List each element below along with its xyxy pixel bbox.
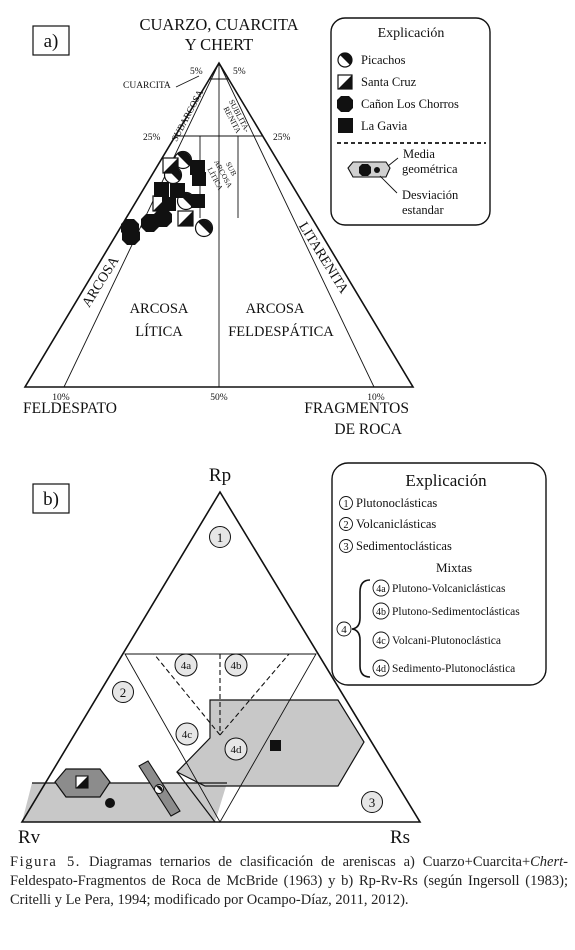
legend-b-label-4a: Plutono-Volcaniclásticas: [392, 583, 506, 595]
point-la-gavia: [170, 183, 185, 198]
apex-quartz-label: CUARZO, CUARCITA: [139, 15, 298, 34]
legend-label-santa-cruz: Santa Cruz: [361, 75, 417, 89]
panel-a-label: a): [44, 31, 59, 52]
point-canon-los-chorros: [122, 227, 140, 245]
legend-b-mixtas-title: Mixtas: [436, 560, 472, 575]
apex-rock-fragments-label-2: DE ROCA: [334, 421, 402, 438]
legend-mean-label-2: geométrica: [402, 162, 458, 176]
mean-arrow: [387, 157, 399, 167]
point-picachos: [173, 150, 193, 170]
legend-b-num-4a: 4a: [376, 584, 386, 595]
apex-rs-label: Rs: [390, 827, 410, 848]
tick-50-bottom: 50%: [210, 393, 228, 403]
legend-sd-label: Desviación: [402, 188, 459, 202]
legend-b-brace: [351, 579, 371, 678]
cuarcita-leader: [175, 75, 200, 88]
panel-b-label: b): [43, 489, 59, 510]
legend-mean-symbol: [359, 164, 371, 176]
legend-b-num-4c: 4c: [376, 636, 386, 647]
point-la-gavia: [162, 197, 176, 211]
legend-b-num-1: 1: [343, 499, 348, 510]
legend-item-picachos: Picachos: [337, 52, 406, 68]
panel-a-label-box: [32, 25, 70, 56]
field-label-1: 1: [217, 530, 224, 545]
panel-b: b) Rp Rv Rs 1: [18, 462, 547, 848]
point-canon-los-chorros-mean: [105, 798, 115, 808]
field-arcosa-feldespatica: ARCOSA: [246, 301, 305, 317]
data-points-a: [121, 150, 214, 245]
point-picachos-mean-fill: [156, 785, 163, 792]
legend-a-title: Explicación: [378, 26, 445, 41]
caption-italic: Chert: [530, 854, 564, 870]
tick-5-right: 5%: [233, 67, 246, 77]
legend-b-box: [331, 462, 547, 686]
legend-b-label-4c: Volcani-Plutonoclástica: [392, 635, 501, 647]
apex-rp-label: Rp: [209, 465, 231, 486]
field-arcosa-litica: ARCOSA: [130, 301, 189, 317]
field-labels-b: 1 2 3 4a 4b 4c 4d: [112, 526, 383, 813]
ternary-triangle-b: [20, 490, 422, 823]
field-label-4b: 4b: [231, 660, 243, 672]
legend-b-label-3: Sedimentoclásticas: [356, 539, 452, 553]
caption-text-2: -Feldespato-Fragmentos de Roca de McBrid…: [10, 854, 568, 908]
legend-b-num-2: 2: [343, 520, 348, 531]
field-label-4d: 4d: [231, 744, 243, 756]
volcaniclastic-sd-field: [22, 783, 227, 822]
point-santa-cruz: [177, 210, 194, 227]
legend-b-title: Explicación: [405, 471, 487, 490]
field-cuarcita: CUARCITA: [123, 81, 171, 91]
field-label-2: 2: [120, 685, 127, 700]
point-canon-los-chorros: [154, 209, 172, 227]
point-picachos: [194, 218, 214, 238]
legend-b-num-4b: 4b: [376, 607, 386, 618]
figure-label: Figura 5.: [10, 854, 82, 870]
point-la-gavia-mean: [270, 740, 281, 751]
tick-25-left: 25%: [143, 133, 161, 143]
caption-text-1: Diagramas ternarios de clasificación de …: [88, 854, 531, 870]
legend-mean-label: Media: [403, 147, 435, 161]
legend-b-label-1: Plutonoclásticas: [356, 496, 437, 510]
field-boundaries-b: [32, 653, 317, 823]
field-label-4c: 4c: [182, 729, 193, 741]
field-arcosa-litica-2: LÍTICA: [135, 323, 183, 340]
field-label-4a: 4a: [181, 660, 192, 672]
apex-quartz-label-2: Y CHERT: [185, 35, 254, 54]
point-santa-cruz-mean-fill: [76, 776, 88, 788]
tick-10-right: 10%: [367, 393, 385, 403]
legend-b-label-4b: Plutono-Sedimentoclásticas: [392, 606, 520, 618]
apex-rock-fragments-label: FRAGMENTOS: [304, 400, 409, 417]
legend-b-num-4d: 4d: [376, 664, 386, 675]
sd-arrow: [379, 175, 398, 194]
point-la-gavia: [190, 160, 205, 175]
legend-label-la-gavia: La Gavia: [361, 119, 408, 133]
field-arcosa-feldespatica-2: FELDESPÁTICA: [228, 323, 334, 340]
legend-item-canon-los-chorros: Cañon Los Chorros: [337, 96, 459, 112]
legend-b-label-4d: Sedimento-Plutonoclástica: [392, 663, 515, 675]
legend-a: Explicación Picachos Santa Cruz Cañon Lo…: [330, 17, 491, 226]
legend-mean-dot: [374, 167, 380, 173]
legend-item-la-gavia: La Gavia: [338, 118, 408, 133]
point-la-gavia: [191, 194, 205, 208]
legend-sd-label-2: estandar: [402, 203, 444, 217]
legend-b-label-2: Volcaniclásticas: [356, 517, 436, 531]
legend-item-santa-cruz: Santa Cruz: [337, 74, 417, 90]
tick-10-left: 10%: [52, 393, 70, 403]
legend-b-num-3: 3: [343, 542, 348, 553]
tick-5-left: 5%: [190, 67, 203, 77]
legend-b-num-4: 4: [341, 624, 347, 636]
field-outline: [176, 771, 216, 823]
legend-label-canon-los-chorros: Cañon Los Chorros: [361, 97, 459, 111]
panel-b-label-box: [32, 483, 70, 514]
apex-rv-label: Rv: [18, 827, 41, 848]
panel-a: a) CUARZO, CUARCITA Y CHERT FELDESPATO F…: [23, 15, 491, 438]
point-la-gavia: [154, 182, 169, 197]
legend-label-picachos: Picachos: [361, 53, 406, 67]
legend-b: Explicación 1 Plutonoclásticas 2 Volcani…: [331, 462, 547, 686]
figure-caption: Figura 5. Diagramas ternarios de clasifi…: [10, 853, 568, 910]
field-label-3: 3: [369, 795, 376, 810]
point-santa-cruz: [162, 157, 179, 174]
tick-25-right: 25%: [273, 133, 291, 143]
point-la-gavia: [192, 172, 206, 186]
apex-feldspar-label: FELDESPATO: [23, 400, 117, 417]
